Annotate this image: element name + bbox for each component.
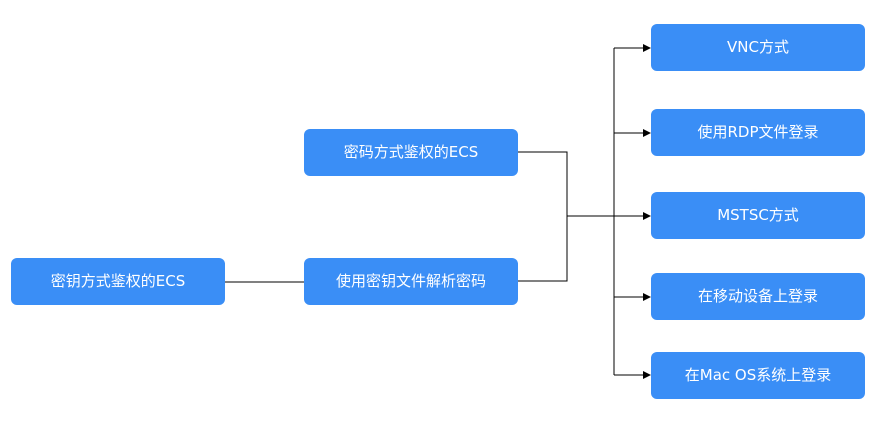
connector-password-to-merge [518, 151, 568, 216]
node-decrypt-with-key-file: 使用密钥文件解析密码 [304, 258, 518, 305]
node-label: 密钥方式鉴权的ECS [50, 272, 186, 290]
connector-decrypt-to-merge [518, 216, 568, 282]
node-mac-os-login: 在Mac OS系统上登录 [651, 352, 865, 399]
node-mstsc: MSTSC方式 [651, 192, 865, 239]
node-password-auth-ecs: 密码方式鉴权的ECS [304, 129, 518, 176]
node-label: 密码方式鉴权的ECS [343, 143, 479, 161]
node-rdp-file-login: 使用RDP文件登录 [651, 109, 865, 156]
node-label: VNC方式 [727, 38, 789, 56]
node-label: 在Mac OS系统上登录 [684, 366, 832, 384]
node-mobile-login: 在移动设备上登录 [651, 273, 865, 320]
node-vnc: VNC方式 [651, 24, 865, 71]
node-label: 使用密钥文件解析密码 [335, 272, 486, 290]
node-key-auth-ecs: 密钥方式鉴权的ECS [11, 258, 225, 305]
node-label: 在移动设备上登录 [697, 287, 818, 305]
node-label: 使用RDP文件登录 [697, 123, 819, 141]
node-label: MSTSC方式 [717, 206, 799, 224]
